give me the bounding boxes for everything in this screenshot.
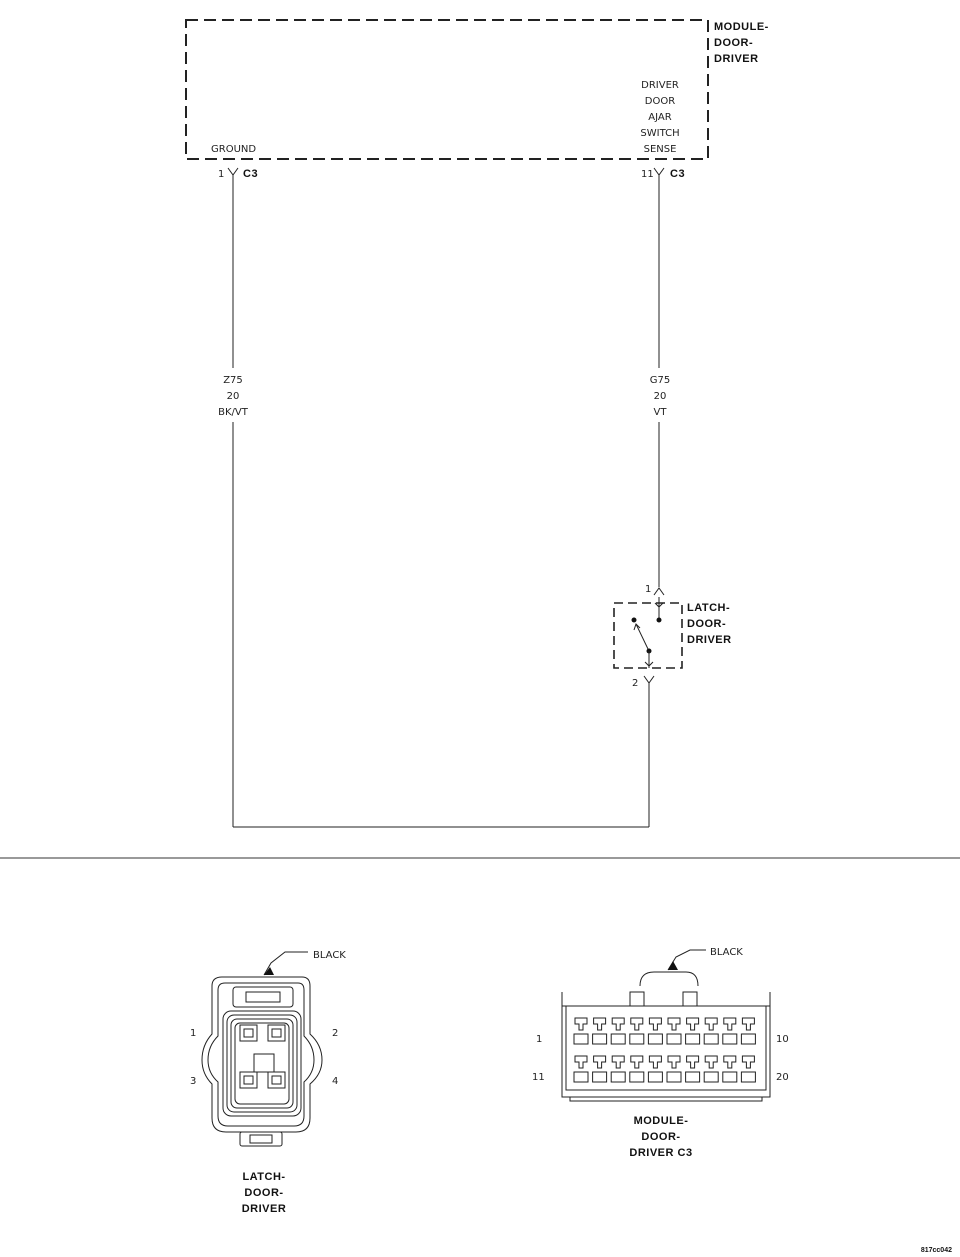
c3-cavity-slot (647, 1071, 663, 1083)
module-door-driver-box (185, 19, 709, 160)
connector-symbol-pin11 (653, 167, 665, 176)
c3-cavity-terminal (741, 1017, 755, 1031)
figure-id: 817cc042 (921, 1247, 952, 1254)
c3-cavity-slot (610, 1033, 626, 1045)
latch-pin-bottom: 2 (632, 678, 638, 689)
c3-cavity-terminal (741, 1055, 755, 1069)
module-pin11-label: 11 (532, 1072, 545, 1083)
latch-pin3-label: 3 (190, 1076, 196, 1087)
module-pin1-label: 1 (536, 1034, 542, 1045)
c3-cavity-terminal (630, 1055, 644, 1069)
switch-contact-open (631, 617, 637, 623)
c3-cavity-slot (629, 1071, 645, 1083)
latch-connector-view: BLACK 1 2 3 4 LATCH- DOOR- DRIVER (190, 950, 346, 1215)
sense-label-line4: SWITCH (640, 128, 679, 139)
module-pin10-label: 10 (776, 1034, 789, 1045)
wire-right-color: VT (654, 407, 668, 418)
c3-cavity-terminal (704, 1017, 718, 1031)
c3-cavity-slot (685, 1033, 701, 1045)
c3-cavity-terminal (667, 1017, 681, 1031)
connector-c3-left: C3 (243, 168, 258, 180)
c3-cavity-slot (629, 1033, 645, 1045)
c3-cavity-slot (666, 1071, 682, 1083)
sense-label-line5: SENSE (644, 144, 677, 155)
latch-pin-top: 1 (645, 584, 651, 595)
latch-pin4-label: 4 (332, 1076, 338, 1087)
wire-left-code: Z75 (223, 375, 243, 386)
latch-title-line1: LATCH- (687, 602, 730, 614)
latch-connector-color: BLACK (313, 950, 346, 961)
latch-view-title-line1: LATCH- (242, 1171, 285, 1183)
latch-view-title-line2: DOOR- (244, 1187, 283, 1199)
module-view-title-line2: DOOR- (641, 1131, 680, 1143)
c3-cavity-slot (647, 1033, 663, 1045)
switch-arrow-bottom (644, 661, 654, 667)
latch-view-title-line3: DRIVER (242, 1203, 287, 1215)
c3-cavity-terminal (686, 1055, 700, 1069)
sense-label-line2: DOOR (645, 96, 675, 107)
latch-title-line3: DRIVER (687, 634, 732, 646)
c3-cavity-slot (740, 1071, 756, 1083)
c3-cavity-terminal (574, 1055, 588, 1069)
c3-cavity-slot (610, 1071, 626, 1083)
module-title-line1: MODULE- (714, 21, 769, 33)
c3-cavity-slot (592, 1033, 608, 1045)
connector-symbol-latch-pin1 (653, 587, 665, 596)
c3-cavity-slot (703, 1071, 719, 1083)
c3-cavity-terminal (648, 1055, 662, 1069)
module-view-title-line3: DRIVER C3 (629, 1147, 692, 1159)
sense-label-line1: DRIVER (641, 80, 679, 91)
module-connector-color: BLACK (710, 947, 743, 958)
c3-cavity-slot (722, 1033, 738, 1045)
wire-left-color: BK/VT (218, 407, 249, 418)
latch-door-driver-box (613, 602, 683, 669)
switch-blade-arrow (633, 623, 641, 631)
c3-cavity-terminal (611, 1055, 625, 1069)
c3-cavity-slot (573, 1033, 589, 1045)
c3-cavity-terminal (667, 1055, 681, 1069)
switch-arrow-top (654, 602, 664, 608)
c3-cavity-slot (685, 1071, 701, 1083)
c3-cavity-slot (573, 1071, 589, 1083)
latch-title-line2: DOOR- (687, 618, 726, 630)
c3-cavity-slot (592, 1071, 608, 1083)
connector-symbol-latch-pin2 (643, 675, 655, 684)
module-pin20-label: 20 (776, 1072, 789, 1083)
c3-cavity-terminal (704, 1055, 718, 1069)
module-title-line3: DRIVER (714, 53, 759, 65)
c3-cavity-slot (666, 1033, 682, 1045)
switch-contact-top (656, 617, 662, 623)
c3-cavity-terminal (574, 1017, 588, 1031)
c3-cavity-terminal (648, 1017, 662, 1031)
c3-cavity-slot (740, 1033, 756, 1045)
latch-pin2-label: 2 (332, 1028, 338, 1039)
c3-cavity-terminal (593, 1017, 607, 1031)
c3-cavity-terminal (686, 1017, 700, 1031)
wire-left-gauge: 20 (227, 391, 240, 402)
module-title-line2: DOOR- (714, 37, 753, 49)
c3-cavity-terminal (630, 1017, 644, 1031)
connector-c3-right: C3 (670, 168, 685, 180)
pin-ground-number: 1 (218, 169, 224, 180)
c3-cavity-slot (703, 1033, 719, 1045)
latch-pin1-label: 1 (190, 1028, 196, 1039)
c3-cavity-slot (722, 1071, 738, 1083)
c3-cavity-terminal (593, 1055, 607, 1069)
c3-cavity-terminal (723, 1055, 737, 1069)
ground-label: GROUND (211, 144, 256, 155)
module-view-title-line1: MODULE- (634, 1115, 689, 1127)
wire-right-code: G75 (650, 375, 670, 386)
sense-label-line3: AJAR (648, 112, 671, 123)
c3-cavity-terminal (723, 1017, 737, 1031)
switch-blade (635, 623, 649, 650)
connector-symbol-pin1 (227, 167, 239, 176)
module-connector-view: BLACK 1 10 11 20 MODULE- DOOR- DRIVER C3 (532, 947, 789, 1159)
pin-sense-number: 11 (641, 169, 654, 180)
c3-cavity-terminal (611, 1017, 625, 1031)
wire-right-gauge: 20 (654, 391, 667, 402)
